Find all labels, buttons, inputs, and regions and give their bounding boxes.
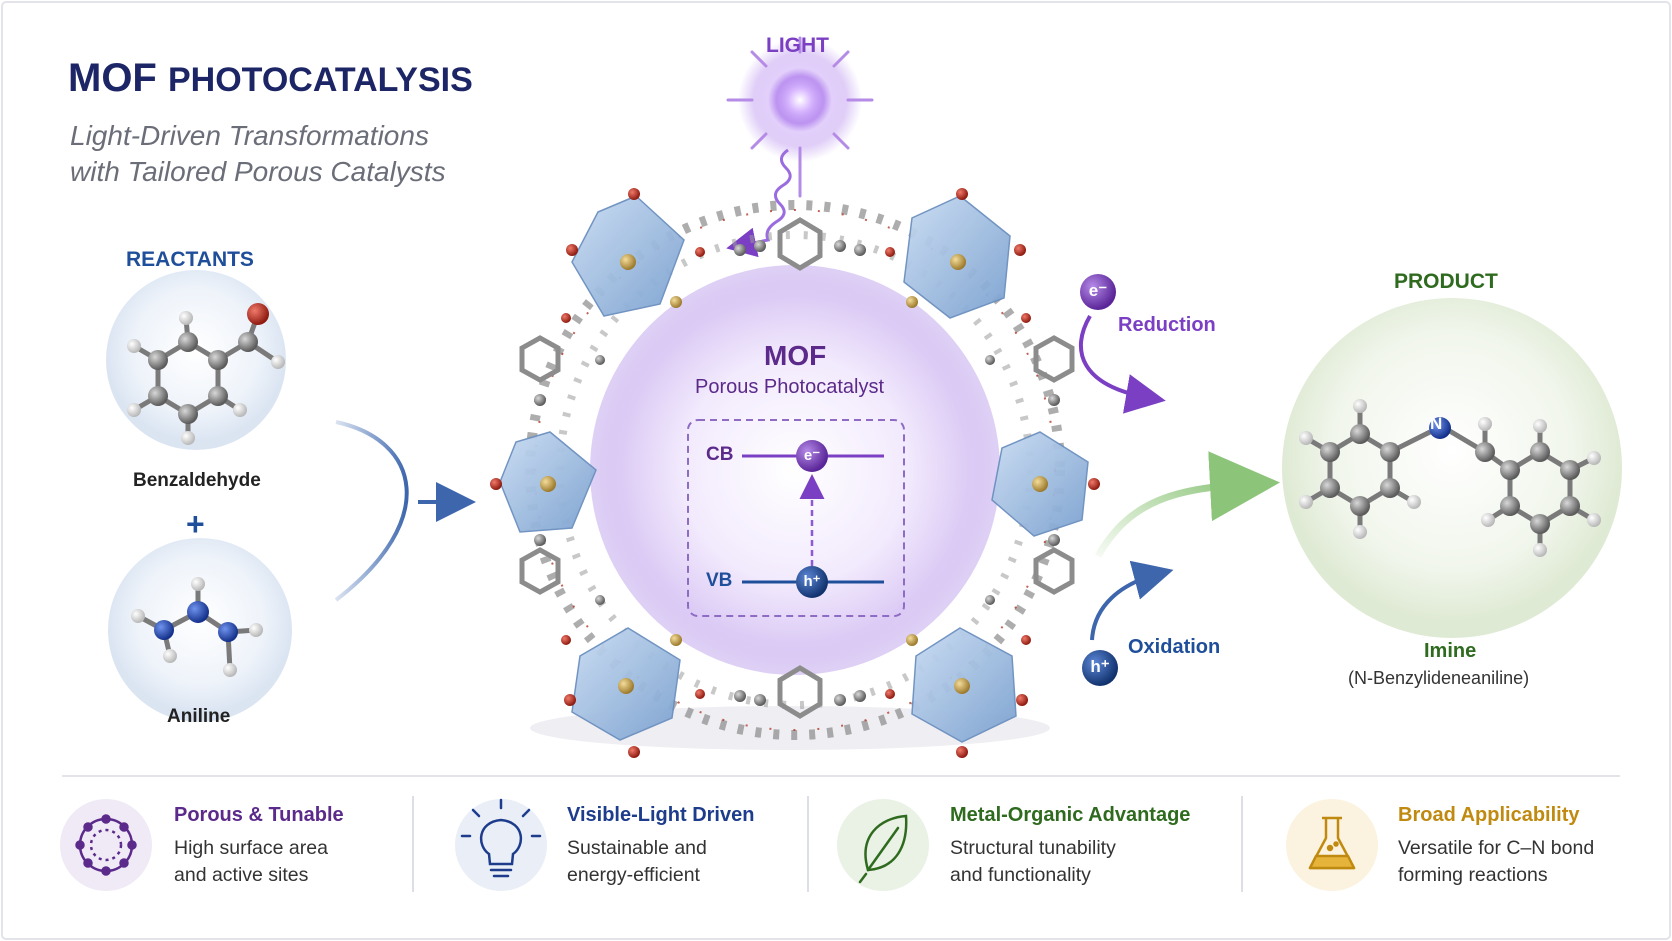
benzaldehyde-bubble [106,270,286,450]
feature-icon-bg [455,799,547,891]
feature-title: Broad Applicability [1398,804,1580,826]
feature-line-1: Sustainable and [567,837,707,859]
feature-metal-organic: Metal-Organic Advantage Structural tunab… [950,804,1190,889]
photon-wave-arrow [726,148,792,258]
product-arrow [1094,451,1280,558]
subtitle-line-2: with Tailored Porous Catalysts [70,156,446,187]
reactants-curve [334,420,409,602]
vb-hole-text: h⁺ [803,573,821,590]
band-diagram-box [687,419,905,617]
benzaldehyde-label: Benzaldehyde [133,470,261,491]
product-heading: PRODUCT [1394,270,1498,293]
oxidation-arrow [1090,560,1174,641]
feature-icon-bg [60,799,152,891]
feature-line-2: and functionality [950,864,1091,886]
title-mof: MOF [68,56,157,100]
imine-detail: (N-Benzylideneaniline) [1348,668,1530,688]
porous-ring-icon [75,814,137,876]
lightbulb-icon [460,798,542,878]
feature-porous: Porous & Tunable High surface area and a… [174,804,344,889]
oxidation-hole-text: h⁺ [1090,657,1110,676]
light-label: LIGHT [766,34,829,57]
feature-line-1: Structural tunability [950,837,1116,859]
page-subtitle: Light-Driven Transformations with Tailor… [70,118,446,190]
imine-label: Imine [1424,640,1477,662]
mof-title: MOF [764,340,827,371]
feature-title: Metal-Organic Advantage [950,804,1191,826]
aniline-bubble [108,538,292,722]
reduction-electron-icon [1080,274,1116,310]
reduction-electron-text: e⁻ [1088,281,1108,300]
oxidation-label: Oxidation [1128,636,1221,658]
leaf-icon [858,814,908,884]
feature-line-2: forming reactions [1398,864,1548,886]
feature-line-2: and active sites [174,864,309,886]
nitrogen-atom [1429,417,1451,439]
feature-icon-bg [1286,799,1378,891]
mof-subtitle: Porous Photocatalyst [695,376,884,398]
title-photocatalysis: PHOTOCATALYSIS [168,61,473,99]
feature-broad-applicability: Broad Applicability Versatile for C–N bo… [1398,804,1594,889]
plus-sign: + [186,506,205,542]
reduction-label: Reduction [1118,314,1216,336]
feature-line-2: energy-efficient [567,864,700,886]
feature-title: Visible-Light Driven [567,804,755,826]
light-sun-icon [726,36,874,198]
feature-icon-bg [837,799,929,891]
feature-title: Porous & Tunable [174,804,344,826]
mof-framework [490,188,1100,758]
vb-hole-icon [796,566,828,598]
page-title: MOF PHOTOCATALYSIS [68,56,473,101]
vb-label: VB [706,570,733,591]
subtitle-line-1: Light-Driven Transformations [70,120,429,151]
feature-visible-light: Visible-Light Driven Sustainable and ene… [567,804,754,889]
feature-line-1: Versatile for C–N bond [1398,837,1595,859]
cb-electron-text: e⁻ [803,447,821,464]
benzaldehyde-molecule [127,303,285,445]
aniline-molecule [131,577,263,677]
cb-label: CB [706,444,734,465]
oxidation-hole-icon [1082,650,1118,686]
reduction-arrow [1078,314,1166,414]
imine-molecule [1299,399,1601,557]
mof-pore-core [590,265,1000,675]
feature-line-1: High surface area [174,837,328,859]
flask-icon [1308,816,1356,870]
cb-electron-icon [796,440,828,472]
reactants-heading: REACTANTS [126,248,254,271]
aniline-label: Aniline [167,706,231,727]
nitrogen-label: N [1430,414,1443,433]
